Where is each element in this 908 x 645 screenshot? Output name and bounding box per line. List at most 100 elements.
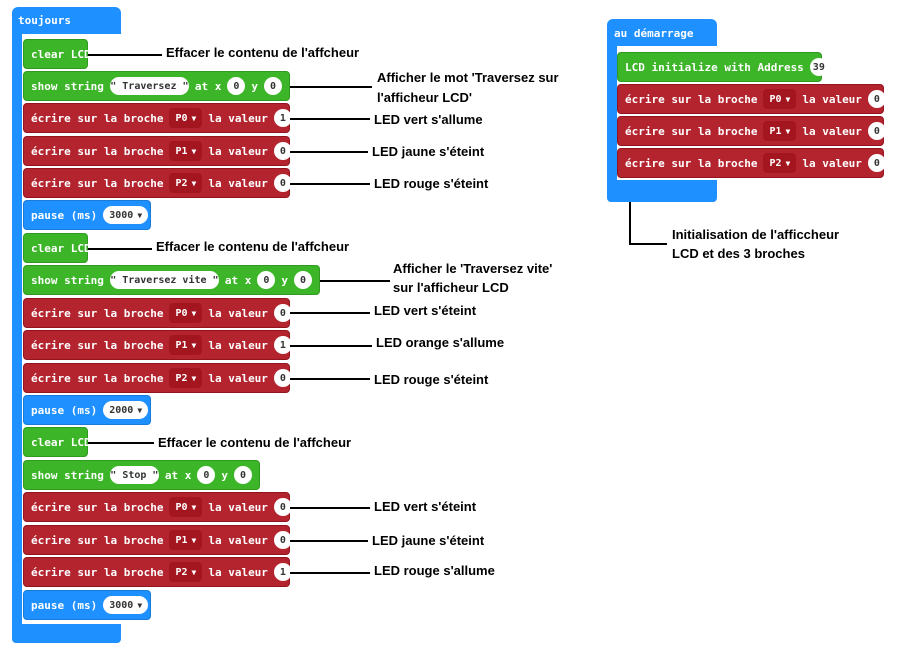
pause-block[interactable]: pause (ms) 2000▼	[23, 395, 151, 425]
lcd-initialize-block[interactable]: LCD initialize with Address 39	[617, 52, 828, 82]
annotation-connector	[629, 202, 631, 245]
pause-dropdown[interactable]: 3000▼	[103, 206, 149, 224]
value-input[interactable]: 0	[867, 154, 886, 172]
annotation-text: Afficher le 'Traversez vite'	[393, 261, 553, 276]
annotation-text: LED rouge s'allume	[374, 563, 495, 578]
annotation-connector	[290, 345, 372, 347]
annotation-connector	[88, 248, 152, 250]
on-start-label: au démarrage	[614, 27, 694, 40]
address-input[interactable]: 39	[809, 58, 828, 76]
pause-block[interactable]: pause (ms) 3000▼	[23, 200, 151, 230]
digital-write-block[interactable]: écrire sur la broche P1▼ la valeur 0	[617, 116, 886, 146]
chevron-down-icon: ▼	[191, 567, 197, 577]
chevron-down-icon: ▼	[785, 126, 791, 136]
chevron-down-icon: ▼	[785, 158, 791, 168]
x-input[interactable]: 0	[257, 271, 276, 289]
value-input[interactable]: 1	[273, 336, 292, 354]
clear-lcd-block[interactable]: clear LCD	[23, 39, 91, 69]
clear-lcd-block[interactable]: clear LCD	[23, 233, 91, 263]
clear-lcd-block[interactable]: clear LCD	[23, 427, 91, 457]
string-input[interactable]: " Stop "	[109, 466, 159, 484]
chevron-down-icon: ▼	[191, 502, 197, 512]
value-input[interactable]: 1	[273, 563, 292, 581]
digital-write-block[interactable]: écrire sur la broche P0▼ la valeur 0	[617, 84, 886, 114]
digital-write-block[interactable]: écrire sur la broche P0▼ la valeur 0	[23, 298, 292, 328]
chevron-down-icon: ▼	[191, 340, 197, 350]
value-input[interactable]: 0	[273, 174, 292, 192]
value-input[interactable]: 0	[273, 498, 292, 516]
x-input[interactable]: 0	[227, 77, 246, 95]
pause-dropdown[interactable]: 2000▼	[103, 401, 149, 419]
pin-dropdown[interactable]: P2▼	[169, 368, 203, 388]
annotation-text: Effacer le contenu de l'affcheur	[158, 435, 352, 450]
chevron-down-icon: ▼	[137, 210, 143, 220]
annotation-text: l'afficheur LCD'	[377, 90, 473, 105]
annotation-connector	[290, 151, 368, 153]
annotation-text: Afficher le mot 'Traversez sur	[377, 70, 559, 85]
pin-dropdown[interactable]: P1▼	[169, 530, 203, 550]
annotation-connector	[290, 507, 370, 509]
value-input[interactable]: 0	[273, 142, 292, 160]
annotation-connector	[290, 86, 372, 88]
digital-write-block[interactable]: écrire sur la broche P0▼ la valeur 1	[23, 103, 292, 133]
annotation-text: LED orange s'allume	[376, 335, 505, 350]
value-input[interactable]: 1	[273, 109, 292, 127]
digital-write-block[interactable]: écrire sur la broche P2▼ la valeur 0	[23, 168, 292, 198]
string-input[interactable]: " Traversez vite "	[109, 271, 219, 289]
annotation-connector	[290, 183, 370, 185]
pin-dropdown[interactable]: P0▼	[169, 303, 203, 323]
digital-write-block[interactable]: écrire sur la broche P2▼ la valeur 0	[617, 148, 886, 178]
chevron-down-icon: ▼	[137, 405, 143, 415]
pin-dropdown[interactable]: P1▼	[763, 121, 797, 141]
digital-write-block[interactable]: écrire sur la broche P1▼ la valeur 0	[23, 525, 292, 555]
digital-write-block[interactable]: écrire sur la broche P1▼ la valeur 1	[23, 330, 292, 360]
chevron-down-icon: ▼	[191, 146, 197, 156]
chevron-down-icon: ▼	[191, 308, 197, 318]
pin-dropdown[interactable]: P2▼	[169, 173, 203, 193]
chevron-down-icon: ▼	[191, 178, 197, 188]
annotation-text: LED jaune s'éteint	[372, 144, 485, 159]
annotation-connector	[290, 540, 368, 542]
annotation-connector	[88, 442, 154, 444]
pin-dropdown[interactable]: P2▼	[763, 153, 797, 173]
show-string-block[interactable]: show string " Traversez vite " at x 0 y …	[23, 265, 320, 295]
pin-dropdown[interactable]: P1▼	[169, 141, 203, 161]
digital-write-block[interactable]: écrire sur la broche P0▼ la valeur 0	[23, 492, 292, 522]
pin-dropdown[interactable]: P0▼	[169, 497, 203, 517]
annotation-connector	[629, 243, 667, 245]
annotation-text: Initialisation de l'afficcheur	[672, 227, 840, 242]
annotation-text: LED rouge s'éteint	[374, 176, 489, 191]
chevron-down-icon: ▼	[191, 535, 197, 545]
annotation-text: LED rouge s'éteint	[374, 372, 489, 387]
chevron-down-icon: ▼	[137, 600, 143, 610]
string-input[interactable]: " Traversez "	[109, 77, 189, 95]
digital-write-block[interactable]: écrire sur la broche P2▼ la valeur 0	[23, 363, 292, 393]
y-input[interactable]: 0	[294, 271, 312, 289]
annotation-connector	[88, 54, 162, 56]
value-input[interactable]: 0	[867, 90, 886, 108]
y-input[interactable]: 0	[234, 466, 252, 484]
pin-dropdown[interactable]: P0▼	[763, 89, 797, 109]
digital-write-block[interactable]: écrire sur la broche P1▼ la valeur 0	[23, 136, 292, 166]
annotation-connector	[290, 572, 370, 574]
digital-write-block[interactable]: écrire sur la broche P2▼ la valeur 1	[23, 557, 292, 587]
show-string-block[interactable]: show string " Stop " at x 0 y 0	[23, 460, 260, 490]
pin-dropdown[interactable]: P0▼	[169, 108, 203, 128]
annotation-connector	[290, 312, 370, 314]
show-string-block[interactable]: show string " Traversez " at x 0 y 0	[23, 71, 290, 101]
value-input[interactable]: 0	[273, 369, 292, 387]
annotation-connector	[320, 280, 390, 282]
value-input[interactable]: 0	[867, 122, 886, 140]
pause-dropdown[interactable]: 3000▼	[103, 596, 149, 614]
forever-label: toujours	[18, 14, 71, 27]
pause-block[interactable]: pause (ms) 3000▼	[23, 590, 151, 620]
pin-dropdown[interactable]: P1▼	[169, 335, 203, 355]
chevron-down-icon: ▼	[191, 113, 197, 123]
value-input[interactable]: 0	[273, 304, 292, 322]
value-input[interactable]: 0	[273, 531, 292, 549]
y-input[interactable]: 0	[264, 77, 282, 95]
annotation-connector	[290, 378, 370, 380]
x-input[interactable]: 0	[197, 466, 216, 484]
annotation-text: LED vert s'allume	[374, 112, 483, 127]
pin-dropdown[interactable]: P2▼	[169, 562, 203, 582]
